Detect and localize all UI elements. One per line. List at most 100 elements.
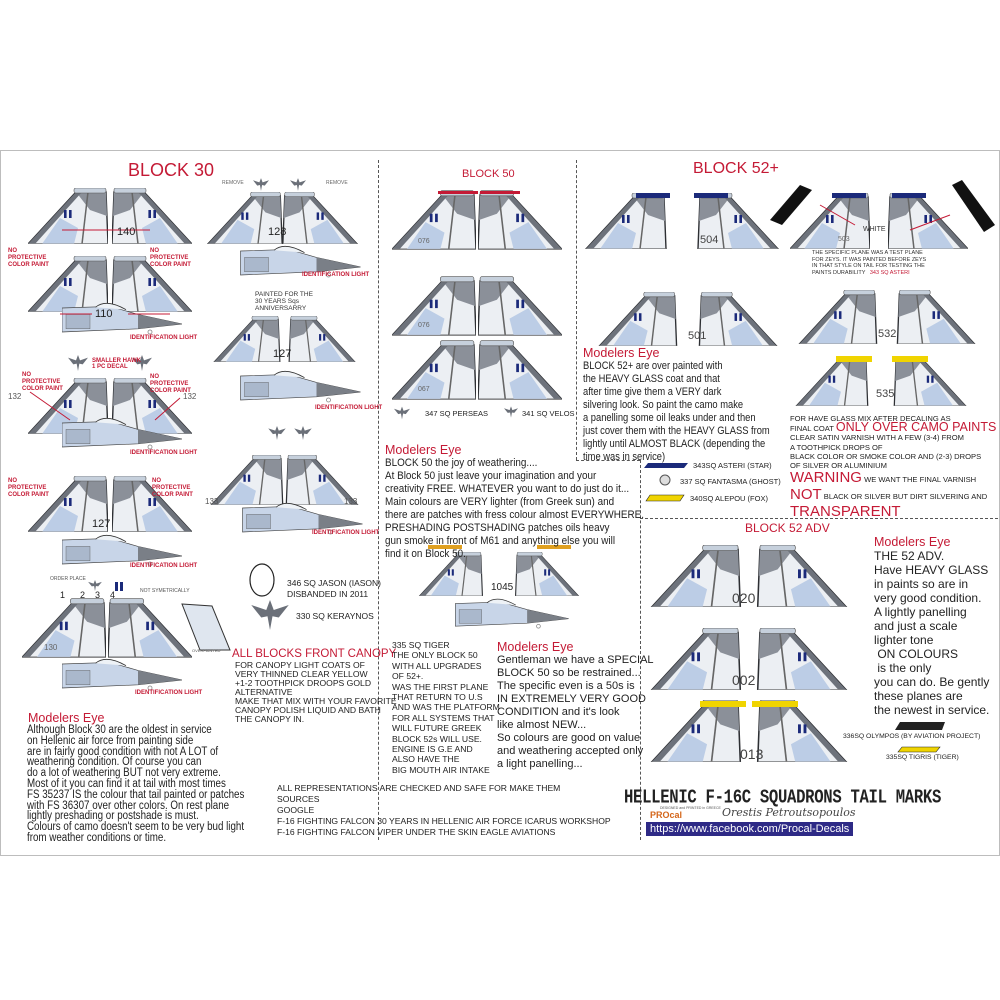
note-line: are in fairly good condition with not A … [27, 745, 219, 758]
note-line: these planes are [874, 689, 963, 703]
tail-right-076 [478, 190, 562, 250]
note-line: CLEAR SATIN VARNISH WITH A FEW (3-4) FRO… [790, 433, 964, 443]
facebook-link[interactable]: https://www.facebook.com/Procal-Decals [646, 822, 854, 836]
velos-label: 341 SQ VELOS [522, 409, 575, 418]
note-line: FS 35237 IS the colour that tail painted… [27, 788, 245, 801]
tail-left-504 [585, 193, 667, 249]
test-plane-note: THE SPECIFIC PLANE WAS A TEST PLANE FOR … [812, 250, 926, 276]
tail-right-532 [896, 290, 976, 344]
tail-right-127b [288, 316, 356, 362]
tail-number: 501 [688, 330, 707, 342]
note-line: At Block 50 just leave your imagination … [385, 470, 597, 482]
divider [378, 160, 379, 840]
note-line: OF 52+. [392, 671, 424, 682]
jason-label: 346 SQ JASON (IASON) DISBANDED IN 2011 [287, 578, 381, 600]
olympos-label: 336SQ OLYMPOS (BY AVIATION PROJECT) [843, 733, 981, 740]
jet-planform-view [454, 598, 570, 629]
keraynos-eagle-icon [251, 600, 289, 630]
emphasis: NOT [790, 486, 822, 504]
tail-single-130 [181, 603, 231, 651]
tail-number: 132 [8, 392, 22, 401]
velos-emblem-icon [504, 406, 518, 418]
jet-side-view [62, 534, 182, 567]
line: PAINTED FOR THE [255, 291, 313, 298]
tail-left-067 [392, 340, 476, 400]
tail-number: 013 [740, 746, 764, 762]
sources: ALL REPRESENTATIONS ARE CHECKED AND SAFE… [277, 783, 611, 838]
line: FOR ZEYS. IT WAS PAINTED BEFORE ZEYS [812, 256, 927, 263]
note-line: A lightly panelling [874, 605, 967, 619]
tail-left-076b [392, 276, 476, 336]
block30-modelers-eye: Modelers Eye Although Block 30 are the o… [27, 711, 283, 844]
heading-block50: BLOCK 50 [462, 168, 515, 180]
tail-number: 127 [92, 518, 111, 530]
zeus-decal-icon [952, 180, 995, 232]
note-line: and weathering accepted only [497, 745, 644, 757]
note-line: a panelling some oil leaks under and the… [583, 412, 756, 424]
tail-right-076b [478, 276, 562, 336]
note-line: WITH ALL UPGRADES [392, 660, 482, 671]
note-line: GOOGLE [277, 805, 315, 815]
annotation: IDENTIFICATION LIGHT [130, 563, 198, 569]
tail-left-501 [598, 292, 678, 346]
tail-left-535 [795, 356, 869, 406]
tail-number: 133 [344, 497, 358, 506]
asteri-label: 343SQ ASTERI (STAR) [693, 461, 772, 470]
tail-right-130 [108, 598, 192, 658]
note-line: ALL REPRESENTATIONS ARE CHECKED AND SAFE… [277, 783, 561, 793]
ghost-icon [659, 474, 671, 486]
hawk-icon [253, 178, 269, 191]
warning: WARNING [790, 469, 862, 487]
note-line: a light panelling... [497, 758, 583, 770]
line: DISBANDED IN 2011 [287, 589, 369, 599]
tiger-stripe [752, 701, 798, 707]
adv-modelers-eye: Modelers Eye THE 52 ADV. Have HEAVY GLAS… [874, 535, 989, 717]
line: 1 PC DECAL [92, 364, 128, 370]
tail-left-130 [22, 598, 106, 658]
fin-cap-stripe [438, 191, 478, 194]
note-line: time was in service) [583, 451, 666, 463]
note-line: ALSO HAVE THE [392, 754, 460, 765]
tigris-stripe-icon [897, 746, 941, 753]
olympos-icon [895, 722, 945, 730]
perseas-label: 347 SQ PERSEAS [425, 409, 488, 418]
annotation: IDENTIFICATION LIGHT [302, 272, 370, 278]
block50-modelers-eye: Modelers Eye BLOCK 50 the joy of weather… [385, 443, 673, 561]
note-line: So colours are good on value [497, 732, 641, 744]
tail-right-020 [756, 545, 848, 607]
note-line: after time give them a VERY dark [583, 386, 722, 398]
jet-side-view [62, 658, 182, 691]
tail-left-140 [28, 188, 108, 244]
anniversary-note: PAINTED FOR THE 30 YEARS Sqs ANNIVERSARR… [255, 291, 313, 312]
tail-right-128 [282, 192, 358, 244]
annotation: IDENTIFICATION LIGHT [130, 450, 198, 456]
modelers-eye-title: Modelers Eye [874, 535, 951, 549]
note-line: Have HEAVY GLASS [874, 563, 989, 577]
note-line: BIG MOUTH AIR INTAKE [392, 764, 490, 775]
canopy-title: ALL BLOCKS FRONT CANOPY [232, 648, 397, 660]
note-line: 335 SQ TIGER [392, 640, 450, 650]
sheet-title: HELLENIC F-16C SQUADRONS TAIL MARKS [624, 786, 942, 809]
note-line: weathering condition. Of course you can [27, 756, 202, 769]
divider [576, 460, 640, 461]
emphasis: ONLY OVER CAMO PAINTS [835, 420, 997, 435]
note-line: creativity FREE. WHATEVER you want to do… [385, 483, 630, 495]
fox-stripe-icon [645, 494, 685, 502]
note-line: BLACK OR SILVER BUT DIRT SILVERING AND [821, 492, 988, 502]
note-line: do a lot of weathering BUT not very extr… [27, 767, 221, 780]
note-line: AND WAS THE PLATFORM [392, 702, 500, 713]
note-line: PRESHADING POSTSHADING patches oils heav… [385, 522, 610, 534]
modelers-eye-title: Modelers Eye [385, 443, 462, 457]
note-line: BLACK COLOR OR SMOKE COLOR AND (2-3) DRO… [790, 451, 982, 461]
note-line: SOURCES [277, 794, 320, 804]
tail-number: 503 [838, 236, 850, 243]
tail-number: 076 [418, 322, 430, 329]
line: 346 SQ JASON (IASON) [287, 578, 381, 588]
annotation: NO PROTECTIVE COLOR PAINT [150, 248, 191, 268]
order-number: 4 [110, 590, 116, 600]
modelers-eye-title: Modelers Eye [583, 346, 660, 360]
squadron-ref: 343 SQ ASTERI [869, 269, 910, 276]
glass-varnish-note: FOR HAVE GLASS MIX AFTER DECALING AS FIN… [790, 414, 996, 520]
tail-number: 532 [878, 328, 897, 340]
tiger-note: 335 SQ TIGER THE ONLY BLOCK 50 WITH ALL … [392, 640, 500, 775]
